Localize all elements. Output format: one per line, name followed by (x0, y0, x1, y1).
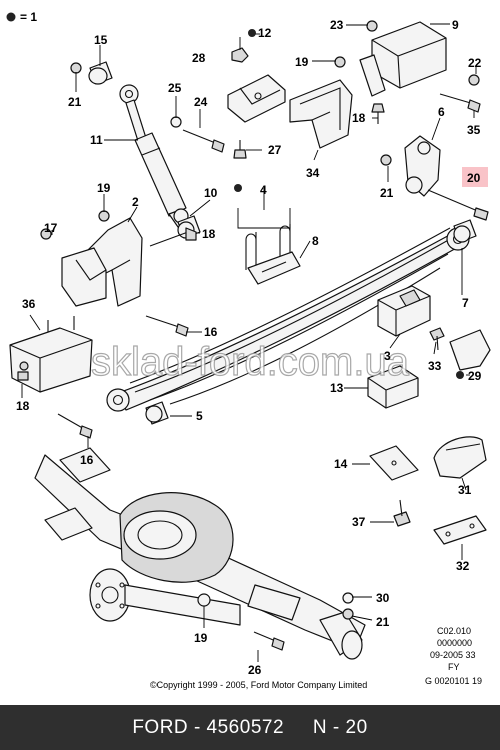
callout-4: 4 (260, 183, 267, 197)
callout-34: 34 (306, 166, 320, 180)
bracket-33 (429, 327, 491, 371)
spring-hanger-9 (359, 21, 447, 97)
callout-2: 2 (132, 195, 139, 209)
info-line: G 0020101 19 (425, 676, 482, 686)
callout-20: 20 (467, 171, 481, 185)
footer-separator: - (193, 716, 201, 738)
leader-lines (21, 23, 477, 662)
bullet-icon (456, 371, 464, 379)
callout-13: 13 (330, 381, 344, 395)
copyright-notice: ©Copyright 1999 - 2005, Ford Motor Compa… (150, 680, 367, 690)
bracket-12 (227, 74, 286, 123)
callout-12: 12 (258, 26, 272, 40)
shock-absorber (119, 84, 191, 228)
plate-32 (433, 515, 487, 545)
bump-stop-3 (377, 285, 431, 337)
bullet-markers (234, 29, 464, 379)
callout-18: 18 (16, 399, 30, 413)
callout-labels: 15 21 28 12 23 9 19 22 25 24 11 27 18 34… (16, 18, 482, 677)
callout-17: 17 (44, 221, 58, 235)
callout-30: 30 (376, 591, 390, 605)
callout-9: 9 (452, 18, 459, 32)
footer-brand: FORD (132, 716, 189, 738)
callout-21: 21 (376, 615, 390, 629)
callout-35: 35 (467, 123, 481, 137)
callout-14: 14 (334, 457, 348, 471)
callout-16: 16 (80, 453, 94, 467)
plate-14 (369, 445, 419, 481)
callout-5: 5 (196, 409, 203, 423)
bracket-13 (367, 365, 419, 409)
bracket-17 (61, 247, 107, 307)
callout-32: 32 (456, 559, 470, 573)
info-line: FY (448, 662, 460, 672)
callout-29: 29 (468, 369, 482, 383)
highlight-box (462, 167, 488, 187)
info-line: 09-2005 33 (430, 650, 476, 660)
info-line: C02.010 (437, 626, 471, 636)
bushing-5 (145, 401, 169, 425)
bolts (17, 93, 489, 651)
shackle-6 (404, 135, 441, 197)
info-line: 0000000 (437, 638, 472, 648)
legend-label: = 1 (20, 10, 37, 24)
nut-28 (231, 47, 249, 63)
bracket-34 (289, 79, 353, 149)
drawing-info-block: C02.010 0000000 09-2005 33 FY G 0020101 … (425, 626, 482, 686)
bracket-31 (433, 436, 487, 479)
bushing-7 (453, 219, 477, 243)
nuts-and-washers (19, 20, 480, 620)
callout-28: 28 (192, 51, 206, 65)
callout-26: 26 (248, 663, 262, 677)
callout-36: 36 (22, 297, 36, 311)
rear-axle (34, 447, 366, 660)
callout-19: 19 (295, 55, 309, 69)
callout-10: 10 (204, 186, 218, 200)
callout-7: 7 (462, 296, 469, 310)
callout-21: 21 (380, 186, 394, 200)
callout-3: 3 (384, 349, 391, 363)
bullet-icon (6, 12, 16, 22)
callout-37: 37 (352, 515, 366, 529)
footer-reference: N - 20 (312, 716, 368, 738)
callout-19: 19 (194, 631, 208, 645)
callout-18: 18 (202, 227, 216, 241)
callout-25: 25 (168, 81, 182, 95)
callout-21: 21 (68, 95, 82, 109)
callout-16: 16 (204, 325, 218, 339)
bushing-15 (88, 61, 113, 85)
callout-33: 33 (428, 359, 442, 373)
legend: = 1 (6, 10, 37, 24)
callout-27: 27 (268, 143, 282, 157)
callout-8: 8 (312, 234, 319, 248)
callout-18: 18 (352, 111, 366, 125)
plate-8 (247, 251, 301, 285)
callout-11: 11 (90, 133, 103, 147)
bolt-37 (393, 499, 411, 527)
bullet-icon (248, 29, 256, 37)
callout-22: 22 (468, 56, 482, 70)
callout-6: 6 (438, 105, 445, 119)
callout-15: 15 (94, 33, 108, 47)
watermark: sklad-ford.com.ua (91, 340, 410, 384)
callout-24: 24 (194, 95, 208, 109)
exploded-view-diagram: = 1 (6, 10, 491, 690)
part-footer-bar: FORD - 4560572 N - 20 (0, 705, 500, 750)
callout-23: 23 (330, 18, 344, 32)
mount-36 (9, 316, 93, 393)
footer-part-number: 4560572 (206, 716, 285, 738)
callout-19: 19 (97, 181, 111, 195)
callout-31: 31 (458, 483, 472, 497)
bullet-icon (234, 184, 242, 192)
